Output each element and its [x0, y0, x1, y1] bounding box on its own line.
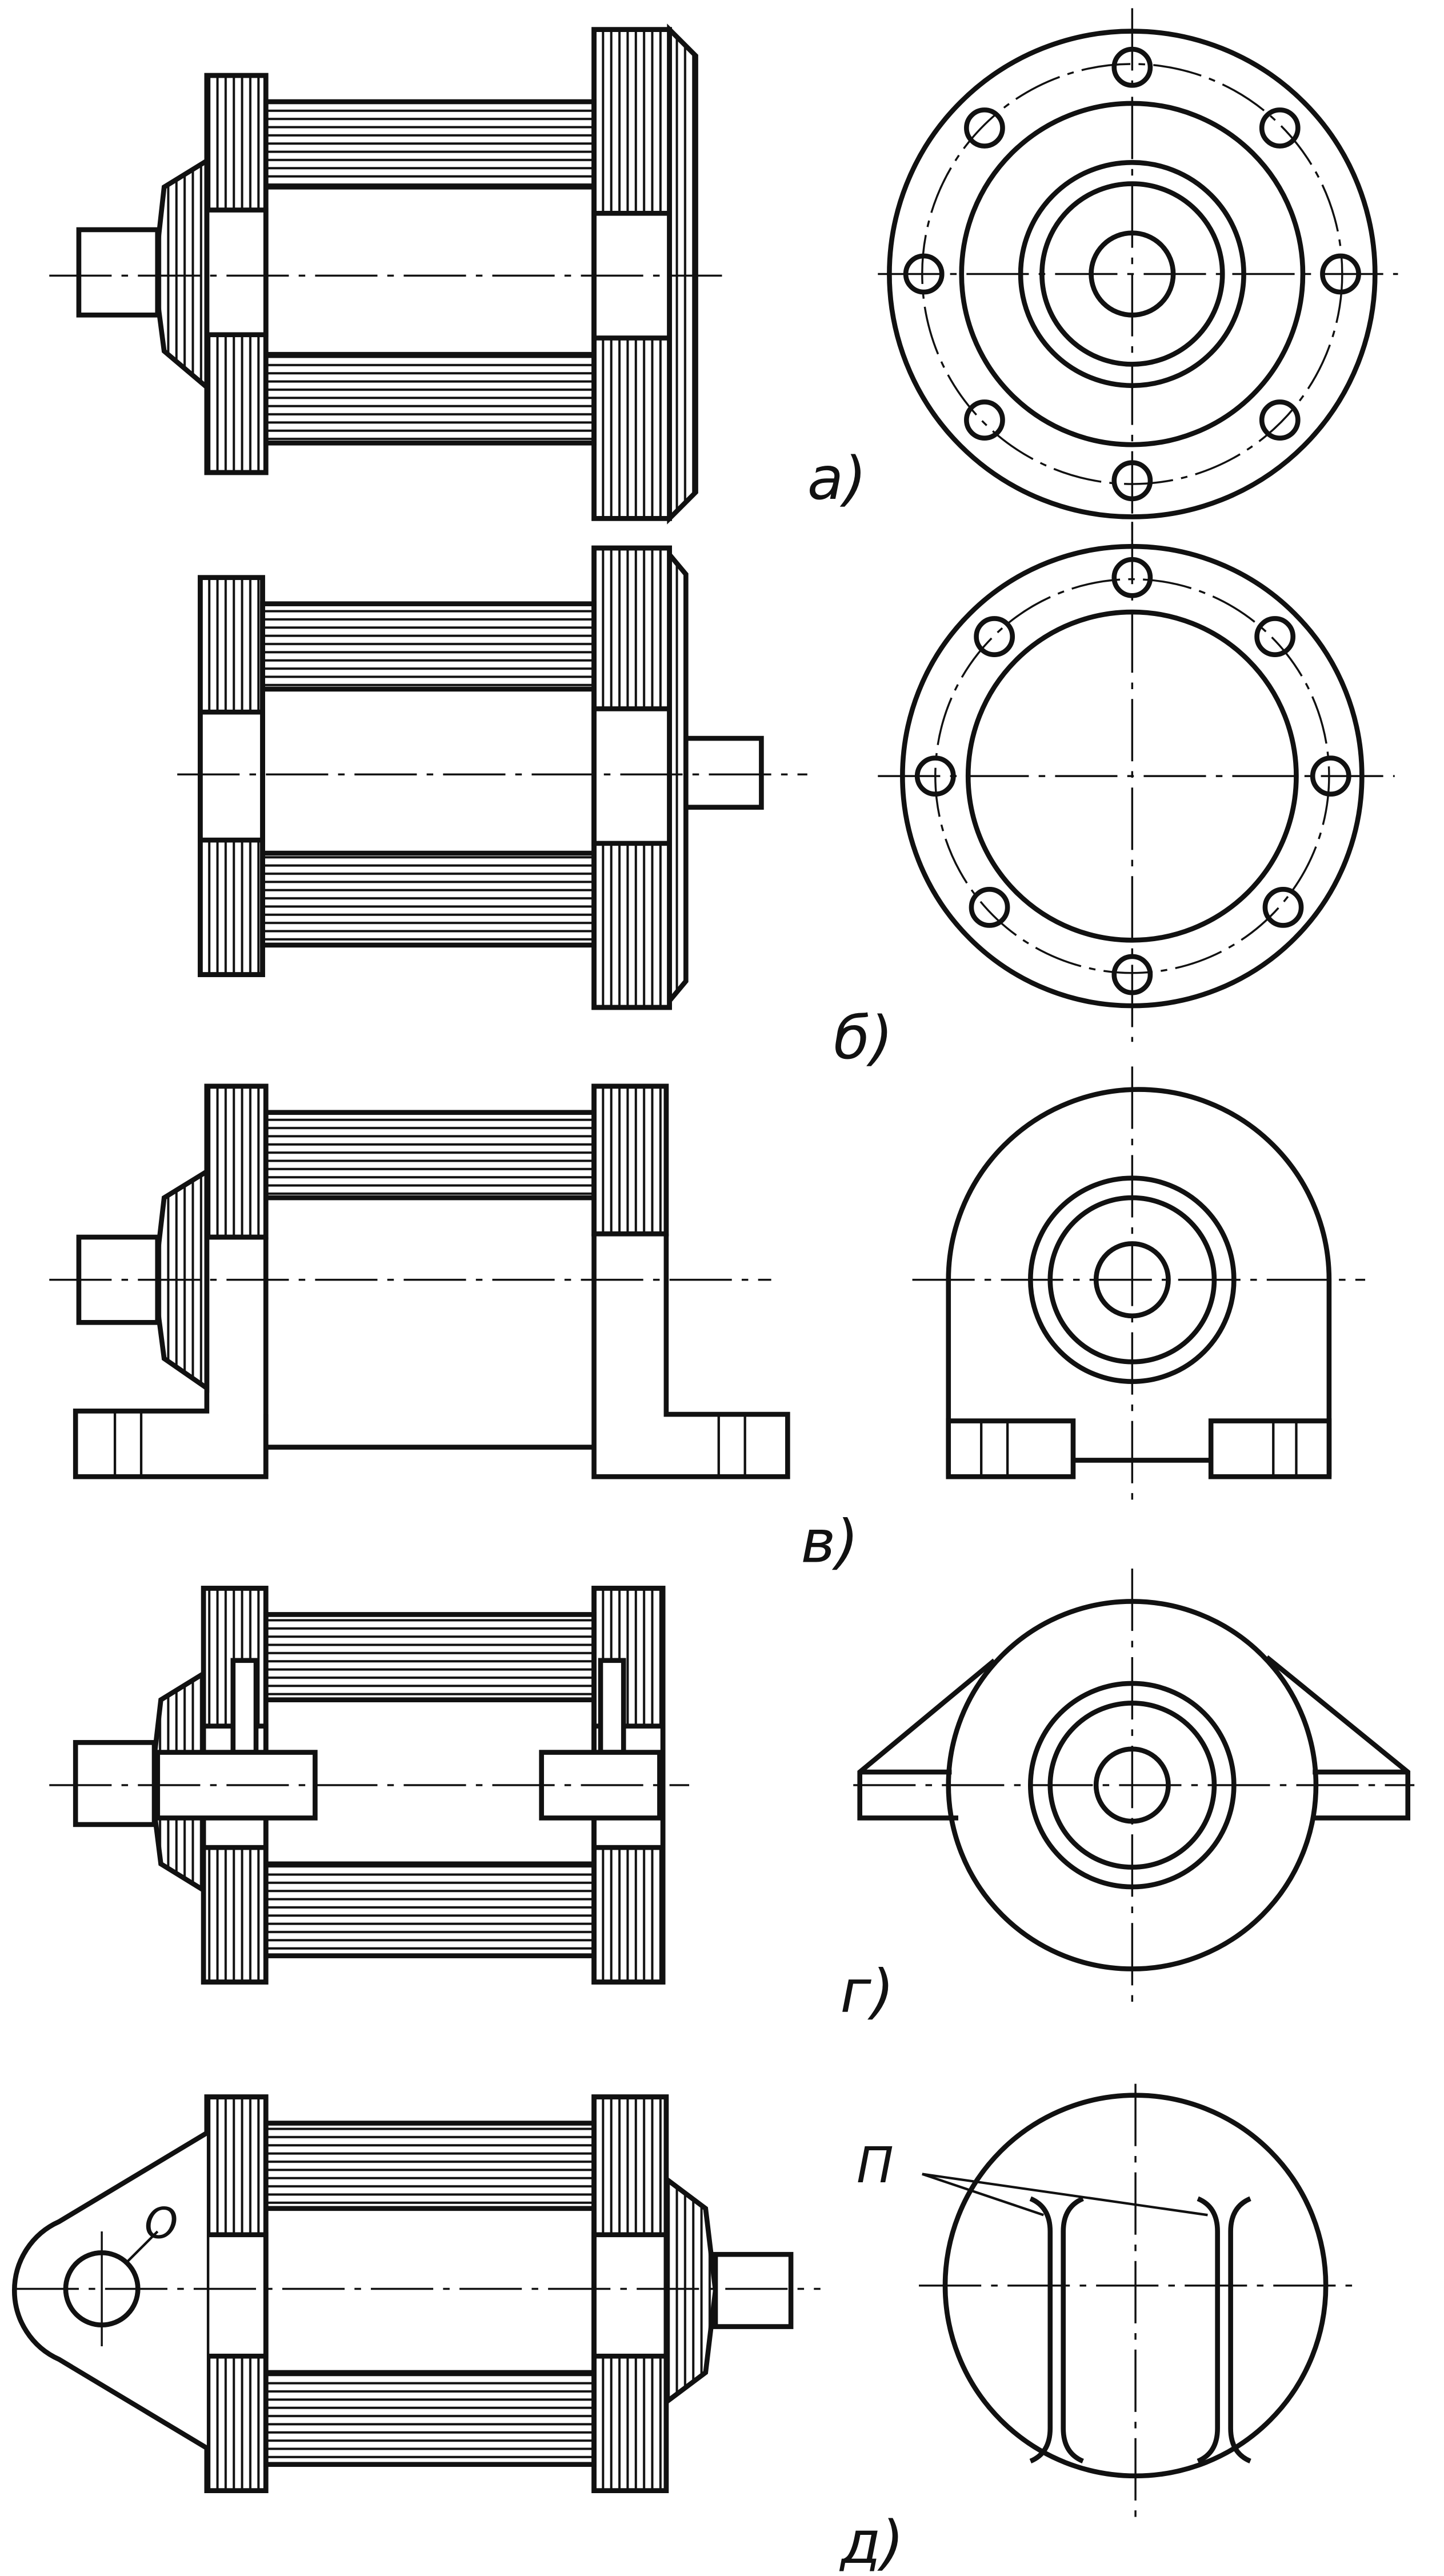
view-v-front [912, 1066, 1366, 1506]
view-g-side [49, 1586, 690, 1985]
view-a-side [49, 23, 722, 525]
label-ribs: П [857, 2137, 894, 2194]
label-d: д) [839, 2509, 904, 2576]
view-g-front [853, 1568, 1415, 2005]
view-b-side [177, 545, 807, 1010]
label-a: а) [807, 445, 867, 513]
view-d-front [919, 2083, 1362, 2527]
view-d-side [11, 2094, 821, 2493]
view-a-front [878, 8, 1398, 542]
view-v-side [49, 1083, 790, 1479]
label-hole: О [145, 2199, 178, 2249]
label-v: в) [801, 1508, 858, 1577]
view-b-front [878, 522, 1395, 1042]
label-g: г) [840, 1957, 894, 2026]
label-b: б) [834, 1004, 893, 1073]
